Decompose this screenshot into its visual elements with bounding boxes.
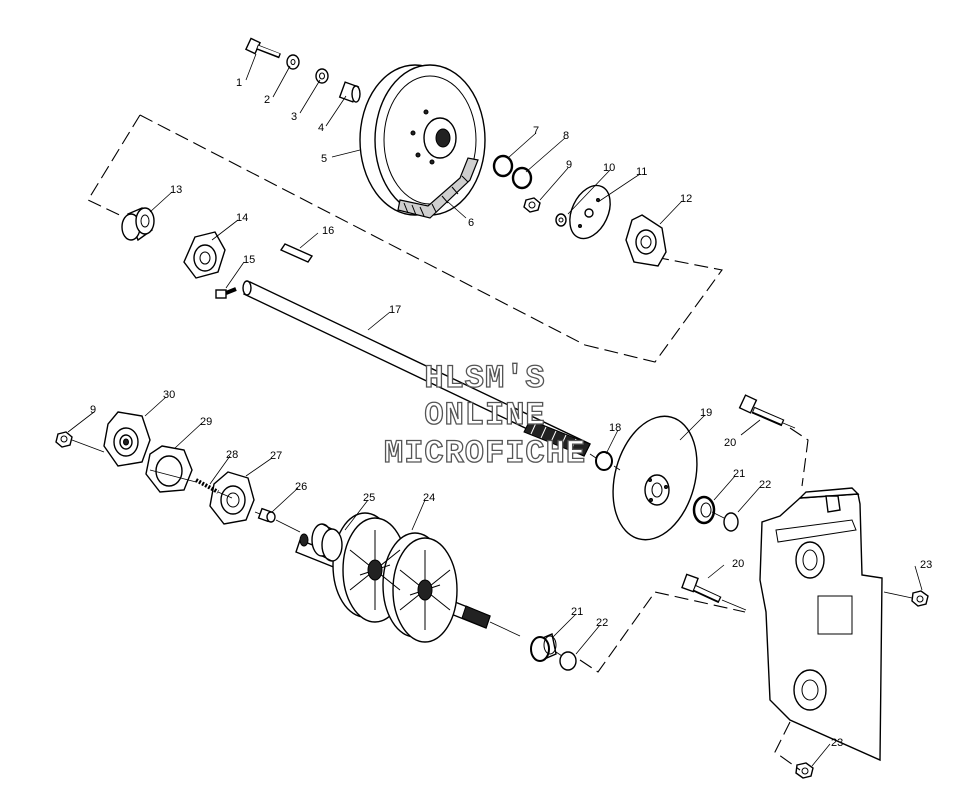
dashed-routing-upper-right [789, 427, 809, 487]
part-7-o-ring [492, 154, 514, 178]
callout-5: 5 [321, 153, 327, 165]
part-23-nut-bottom [795, 762, 814, 779]
callout-2: 2 [264, 94, 270, 106]
chaincase-housing [759, 487, 883, 762]
axis-lines [71, 422, 913, 657]
part-16-key [279, 243, 314, 263]
part-14-bearing-flange [183, 231, 226, 279]
watermark-line-2: ONLINE [424, 397, 545, 434]
part-1-bolt [245, 37, 281, 59]
part-5-pulley [359, 64, 486, 216]
part-26-plug [257, 507, 276, 523]
callout-21-upper: 21 [733, 468, 745, 480]
callout-26: 26 [295, 481, 307, 493]
dashed-routing-lower [579, 591, 746, 673]
callout-7: 7 [533, 125, 539, 137]
callout-6: 6 [468, 217, 474, 229]
callout-23-right: 23 [920, 559, 932, 571]
callout-16: 16 [322, 225, 334, 237]
callout-22-upper: 22 [759, 479, 771, 491]
part-2-washer [286, 54, 300, 70]
callout-9-upper: 9 [566, 159, 572, 171]
callout-8: 8 [563, 130, 569, 142]
part-19-brake-disc [612, 415, 698, 541]
part-28-spring [195, 478, 219, 494]
part-25-sprocket-hub [299, 523, 343, 562]
part-29-gasket [145, 445, 193, 493]
part-20-bolt-lower [681, 573, 722, 604]
callout-25: 25 [363, 492, 375, 504]
callout-15: 15 [243, 254, 255, 266]
callout-21-lower: 21 [571, 606, 583, 618]
part-13-bearing [121, 207, 155, 242]
part-8-o-ring [511, 166, 533, 190]
callout-11: 11 [636, 166, 647, 178]
part-24-drive-sprocket-shaft [295, 512, 491, 643]
part-15-bolt [215, 287, 237, 299]
callout-18: 18 [609, 422, 621, 434]
part-4-bushing [338, 81, 361, 103]
callout-23-bottom: 23 [831, 737, 843, 749]
part-21-bearing-upper [692, 495, 716, 525]
callout-20-lower: 20 [732, 558, 744, 570]
callout-29: 29 [200, 416, 212, 428]
callout-9-lower: 9 [90, 404, 96, 416]
part-9-nut-upper [523, 197, 541, 213]
part-6-chain [397, 157, 479, 219]
callout-10: 10 [603, 162, 615, 174]
callout-24: 24 [423, 492, 435, 504]
callout-12: 12 [680, 193, 692, 205]
callout-3: 3 [291, 111, 297, 123]
callout-20-upper: 20 [724, 437, 736, 449]
callout-30: 30 [163, 389, 175, 401]
callout-17: 17 [389, 304, 401, 316]
leader-lines [67, 53, 923, 767]
dashed-routing-nut-bottom [774, 721, 801, 771]
callout-14: 14 [236, 212, 248, 224]
part-12-bearing-flange [625, 214, 667, 267]
part-11-flange-plate [569, 184, 611, 240]
part-3-washer [315, 68, 329, 84]
part-9-nut-lower [55, 431, 73, 448]
part-22-seal-upper [723, 512, 739, 532]
dashed-routing-upper [87, 114, 723, 363]
part-22-seal-lower [559, 651, 577, 671]
part-20-bolt-upper [738, 394, 785, 427]
callout-27: 27 [270, 450, 282, 462]
part-17-jackshaft [242, 280, 591, 457]
part-23-nut-right [911, 590, 929, 607]
watermark-line-3: MICROFICHE [384, 435, 586, 472]
part-18-snap-ring [595, 451, 613, 471]
part-21-bearing-lower [530, 633, 557, 662]
part-10-washer [555, 213, 567, 227]
callout-22-lower: 22 [596, 617, 608, 629]
callout-19: 19 [700, 407, 712, 419]
watermark-line-1: HLSM'S [424, 360, 545, 397]
callout-4: 4 [318, 122, 324, 134]
watermark: HLSM'S ONLINE MICROFICHE [383, 359, 586, 472]
part-30-bearing-cap [103, 411, 151, 467]
callout-labels: 1 2 3 4 5 6 7 8 9 10 11 12 13 14 15 16 1… [90, 77, 932, 749]
callout-1: 1 [236, 77, 242, 89]
callout-28: 28 [226, 449, 238, 461]
callout-13: 13 [170, 184, 182, 196]
